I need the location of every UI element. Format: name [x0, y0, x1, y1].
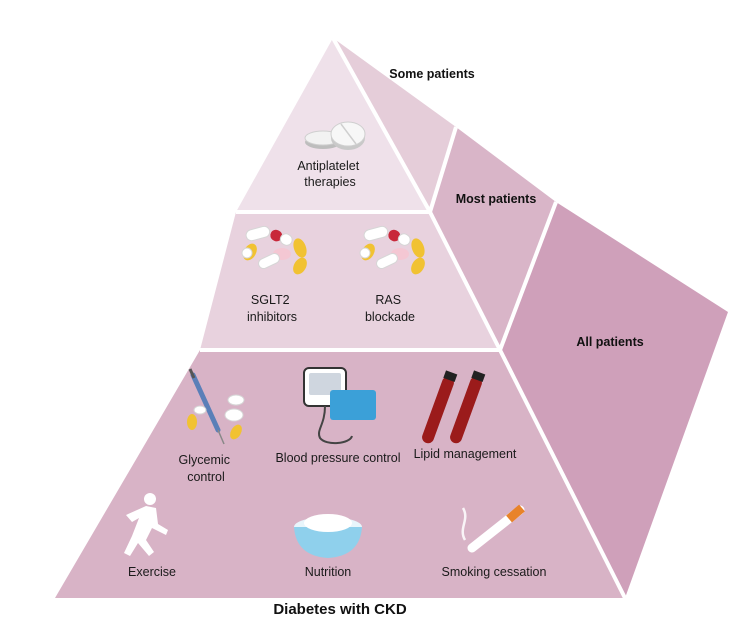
sglt2-line-2: inhibitors [247, 310, 297, 324]
capsules-icon [241, 225, 307, 275]
antiplatelet-line-2: therapies [304, 175, 355, 189]
ras-line-2: blockade [365, 310, 415, 324]
tier-middle [200, 212, 500, 350]
antiplatelet-line-1: Antiplatelet [297, 159, 359, 173]
side-face-all [500, 202, 728, 598]
tier-top [236, 38, 430, 212]
blood-pressure-monitor-icon [303, 367, 376, 444]
tier-dividers [200, 37, 627, 599]
exercise-label: Exercise [128, 565, 176, 579]
blood-tube-icon [422, 370, 486, 444]
nutrition-label: Nutrition [305, 565, 352, 579]
ras-label: RAS blockade [365, 293, 415, 324]
side-face-most [430, 127, 556, 350]
glycemic-line-2: control [187, 470, 225, 484]
side-label-all-patients: All patients [576, 335, 643, 349]
cigarette-icon [461, 504, 525, 553]
antiplatelet-label: Antiplatelet therapies [297, 159, 362, 189]
glycemic-label: Glycemic control [179, 453, 234, 484]
diagram-title: Diabetes with CKD [273, 601, 407, 618]
sglt2-label: SGLT2 inhibitors [247, 293, 297, 324]
side-face-some [333, 38, 456, 212]
pill-icon [304, 121, 366, 150]
side-label-some-patients: Some patients [389, 67, 474, 81]
lipid-label: Lipid management [414, 447, 517, 461]
smoking-label: Smoking cessation [442, 565, 547, 579]
running-person-icon [124, 493, 168, 556]
bowl-icon [294, 514, 362, 558]
blood-pressure-label: Blood pressure control [275, 451, 400, 465]
side-label-most-patients: Most patients [456, 192, 537, 206]
ras-line-1: RAS [375, 293, 401, 307]
glycemic-line-1: Glycemic [179, 453, 230, 467]
syringe-icon [187, 368, 245, 445]
capsules-icon [359, 225, 425, 275]
sglt2-line-1: SGLT2 [251, 293, 290, 307]
